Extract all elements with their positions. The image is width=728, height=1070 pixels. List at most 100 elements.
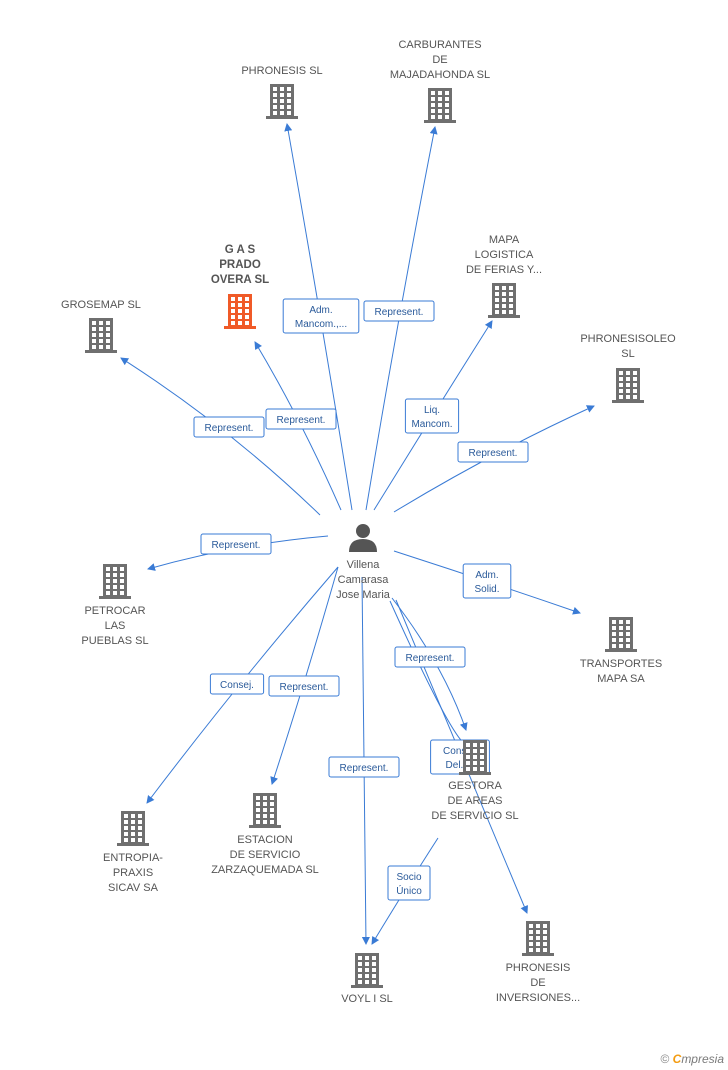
company-node-transportes[interactable]: TRANSPORTES MAPA SA xyxy=(580,617,662,685)
person-name-line: Jose Maria xyxy=(336,589,391,601)
company-label-line: PRADO xyxy=(219,259,261,271)
company-label-line: DE FERIAS Y... xyxy=(466,264,542,276)
role-label-text: Represent. xyxy=(205,423,254,434)
company-label-line: DE xyxy=(530,977,545,989)
company-label-line: G A S xyxy=(225,244,256,256)
building-icon xyxy=(488,283,520,318)
company-node-estacion[interactable]: ESTACION DE SERVICIO ZARZAQUEMADA SL xyxy=(211,793,319,876)
building-icon xyxy=(459,740,491,775)
company-label-line: DE AREAS xyxy=(447,795,502,807)
company-node-gas-prado[interactable]: G A S PRADO OVERA SL xyxy=(211,244,269,329)
role-label[interactable]: Adm. Solid. xyxy=(462,563,512,599)
role-label-text: Adm. xyxy=(475,570,498,581)
building-icon xyxy=(612,368,644,403)
company-node-phronesisoleo[interactable]: PHRONESISOLEO SL xyxy=(580,333,676,403)
company-label-line: INVERSIONES... xyxy=(496,992,580,1004)
company-node-voyl[interactable]: VOYL I SL xyxy=(341,953,393,1005)
watermark: © Cmpresia xyxy=(660,1052,724,1066)
building-icon xyxy=(605,617,637,652)
role-label[interactable]: Represent. xyxy=(328,756,400,778)
role-label[interactable]: Represent. xyxy=(363,300,435,322)
company-label-line: PETROCAR xyxy=(84,605,145,617)
role-label-text: Represent. xyxy=(212,540,261,551)
role-label[interactable]: Represent. xyxy=(265,408,337,430)
role-label[interactable]: Represent. xyxy=(200,533,272,555)
brand-initial: C xyxy=(672,1052,682,1066)
company-label-line: PHRONESIS xyxy=(506,962,571,974)
person-name-line: Villena xyxy=(347,559,381,571)
building-icon xyxy=(351,953,383,988)
role-label[interactable]: Consej. xyxy=(209,673,265,695)
company-label-line: DE SERVICIO SL xyxy=(431,810,518,822)
role-label-text: Mancom.,... xyxy=(295,319,347,330)
company-node-mapa-logistica[interactable]: MAPA LOGISTICA DE FERIAS Y... xyxy=(466,234,542,318)
company-label-line: MAPA SA xyxy=(597,673,645,685)
role-label-text: Represent. xyxy=(406,653,455,664)
company-node-entropia[interactable]: ENTROPIA- PRAXIS SICAV SA xyxy=(103,811,163,894)
building-icon xyxy=(99,564,131,599)
company-label-line: VOYL I SL xyxy=(341,993,393,1005)
role-label[interactable]: Represent. xyxy=(394,646,466,668)
company-node-phronesis-inv[interactable]: PHRONESIS DE INVERSIONES... xyxy=(496,921,580,1004)
company-label-line: SL xyxy=(621,348,634,360)
company-label-line: ZARZAQUEMADA SL xyxy=(211,864,319,876)
role-label-text: Represent. xyxy=(277,415,326,426)
role-label[interactable]: Liq. Mancom. xyxy=(404,398,460,434)
company-label-line: MAJADAHONDA SL xyxy=(390,69,490,81)
company-label-line: PHRONESISOLEO xyxy=(580,333,676,345)
building-icon xyxy=(522,921,554,956)
role-label-text: Socio xyxy=(396,872,421,883)
company-node-grosemap[interactable]: GROSEMAP SL xyxy=(61,299,141,353)
company-label-line: LAS xyxy=(105,620,126,632)
relation-edge-gestora xyxy=(389,600,471,753)
building-icon xyxy=(424,88,456,123)
company-label-line: PRAXIS xyxy=(113,867,153,879)
company-node-carburantes[interactable]: CARBURANTES DE MAJADAHONDA SL xyxy=(390,39,490,123)
role-label-text: Represent. xyxy=(280,682,329,693)
role-label-text: Adm. xyxy=(309,305,332,316)
copyright-symbol: © xyxy=(660,1052,670,1066)
role-label[interactable]: Represent. xyxy=(193,416,265,438)
company-label-line: ESTACION xyxy=(237,834,292,846)
role-label-text: Del.,... xyxy=(446,760,475,771)
role-label[interactable]: Represent. xyxy=(457,441,529,463)
role-label-text: Único xyxy=(396,884,422,897)
role-label-text: Liq. xyxy=(424,405,440,416)
brand-name: mpresia xyxy=(681,1052,724,1066)
company-label-line: PHRONESIS SL xyxy=(241,65,322,77)
building-icon xyxy=(249,793,281,828)
role-label-text: Solid. xyxy=(474,584,499,595)
company-label-line: DE SERVICIO xyxy=(230,849,301,861)
person-name-line: Camarasa xyxy=(338,574,390,586)
role-label-text: Consej. xyxy=(220,680,254,691)
person-icon xyxy=(349,524,377,552)
role-label-text: Represent. xyxy=(375,307,424,318)
role-label-text: Represent. xyxy=(340,763,389,774)
company-label-line: OVERA SL xyxy=(211,274,269,286)
company-label-line: GROSEMAP SL xyxy=(61,299,141,311)
company-label-line: TRANSPORTES xyxy=(580,658,662,670)
company-node-petrocar[interactable]: PETROCAR LAS PUEBLAS SL xyxy=(81,564,149,647)
company-node-phronesis[interactable]: PHRONESIS SL xyxy=(241,65,323,119)
company-label-line: ENTROPIA- xyxy=(103,852,163,864)
role-label[interactable]: Adm. Mancom.,... xyxy=(282,298,360,334)
company-label-line: SICAV SA xyxy=(108,882,159,894)
company-node-gestora[interactable]: GESTORA DE AREAS DE SERVICIO SL xyxy=(431,740,519,822)
building-icon xyxy=(224,294,256,329)
role-label[interactable]: Represent. xyxy=(268,675,340,697)
building-icon xyxy=(117,811,149,846)
company-label-line: CARBURANTES xyxy=(398,39,481,51)
role-label-text: Mancom. xyxy=(411,419,452,430)
company-label-line: MAPA xyxy=(489,234,520,246)
building-icon xyxy=(266,84,298,119)
building-icon xyxy=(85,318,117,353)
company-label-line: DE xyxy=(432,54,447,66)
company-label-line: PUEBLAS SL xyxy=(81,635,148,647)
role-label-text: Represent. xyxy=(469,448,518,459)
company-label-line: LOGISTICA xyxy=(475,249,534,261)
company-label-line: GESTORA xyxy=(448,780,502,792)
